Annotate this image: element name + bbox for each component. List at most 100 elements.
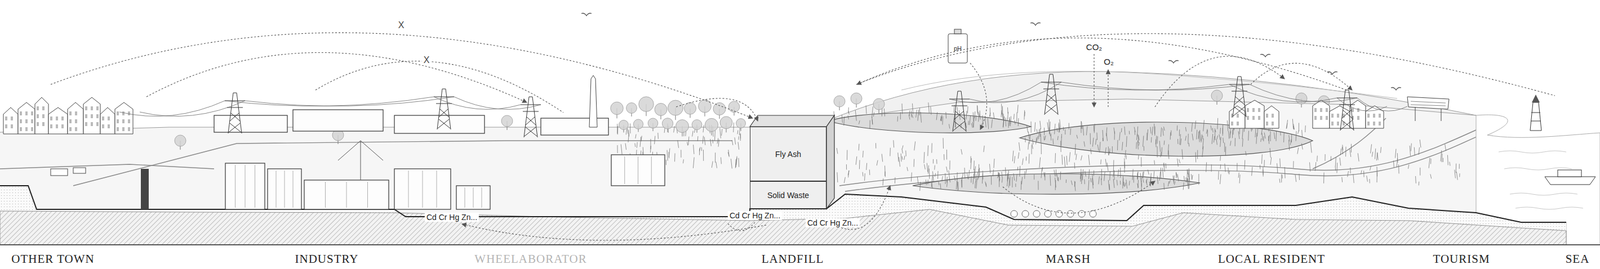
marsh (1170, 130, 1172, 136)
marsh (1177, 158, 1179, 167)
marsh (1016, 174, 1017, 182)
resident-buildings (1246, 108, 1250, 113)
town-buildings (96, 122, 99, 127)
marsh (1414, 147, 1416, 157)
trees (873, 98, 885, 110)
town-buildings (127, 127, 131, 132)
marsh (731, 140, 733, 146)
marsh (931, 143, 932, 153)
flow-arc (50, 32, 753, 119)
marsh (1153, 160, 1155, 165)
marsh (1049, 174, 1051, 186)
marsh (904, 156, 905, 160)
marsh (979, 110, 981, 120)
marsh (1229, 129, 1231, 139)
industry-buildings (408, 170, 410, 208)
marsh (1445, 144, 1447, 151)
marsh (1143, 146, 1145, 151)
marsh (1001, 177, 1003, 183)
marsh (1366, 175, 1368, 182)
marsh (1304, 125, 1306, 133)
marsh (1106, 133, 1108, 142)
marsh (1013, 173, 1015, 181)
marsh (1044, 135, 1046, 141)
marsh (1376, 166, 1378, 177)
marsh (989, 112, 991, 117)
marsh (912, 174, 1200, 195)
marsh (1093, 170, 1095, 177)
power-lines (1336, 98, 1388, 111)
marsh (1167, 181, 1170, 187)
marsh (1219, 156, 1221, 161)
town-buildings (19, 127, 22, 132)
marsh (1040, 128, 1041, 137)
town-buildings (34, 97, 49, 135)
marsh (1005, 117, 1007, 127)
marsh (1185, 135, 1187, 141)
marsh (901, 148, 903, 154)
marsh (1124, 126, 1126, 136)
marsh (836, 148, 838, 154)
marsh (884, 165, 886, 177)
marsh (949, 160, 950, 170)
town-buildings (25, 111, 28, 116)
marsh (938, 181, 940, 186)
birds (581, 13, 1402, 91)
power-lines (969, 82, 1062, 104)
marsh (1418, 181, 1420, 186)
marsh (728, 149, 730, 158)
resident-buildings (1265, 121, 1269, 126)
power-lines (1041, 74, 1062, 115)
marsh (1191, 122, 1193, 132)
marsh (1188, 143, 1190, 147)
flow-arc (856, 37, 1347, 91)
marsh (1169, 180, 1171, 184)
trees (1295, 92, 1308, 105)
industry-buildings (304, 180, 389, 210)
marsh (1212, 128, 1214, 133)
marsh (1023, 110, 1025, 120)
marsh (1129, 180, 1131, 186)
town-buildings (83, 97, 101, 135)
marsh (1050, 133, 1052, 141)
marsh (1009, 117, 1011, 127)
marsh (1297, 147, 1299, 154)
marsh (1269, 148, 1271, 158)
marsh (848, 170, 850, 178)
marsh (1295, 174, 1297, 182)
marsh (1007, 172, 1008, 180)
trees (850, 92, 862, 105)
marsh (625, 143, 627, 151)
resident-buildings (1314, 116, 1317, 120)
marsh (974, 169, 975, 180)
marsh (1134, 127, 1136, 133)
marsh (1345, 147, 1346, 158)
marsh (1081, 121, 1083, 130)
marsh (1242, 138, 1244, 147)
marsh (636, 142, 638, 149)
town-buildings (50, 124, 53, 129)
industry-buildings (140, 75, 665, 210)
marsh (718, 139, 719, 148)
resident-buildings (1252, 116, 1255, 120)
marsh (905, 150, 907, 157)
marsh (1220, 164, 1222, 170)
marsh (836, 172, 838, 183)
town-buildings (3, 97, 133, 176)
marsh (875, 143, 877, 149)
industry-buildings (464, 187, 466, 208)
marsh (881, 153, 883, 162)
marsh (1260, 138, 1262, 142)
marsh (943, 154, 945, 160)
marsh (997, 172, 999, 179)
marsh (1048, 119, 1050, 131)
marsh (1211, 134, 1213, 145)
marsh (1013, 113, 1015, 120)
marsh (1098, 176, 1100, 185)
marsh (1316, 156, 1318, 162)
town-buildings (36, 122, 39, 127)
marsh (738, 141, 740, 150)
marsh (1263, 136, 1264, 142)
marsh (1069, 128, 1071, 136)
marsh (889, 148, 891, 157)
